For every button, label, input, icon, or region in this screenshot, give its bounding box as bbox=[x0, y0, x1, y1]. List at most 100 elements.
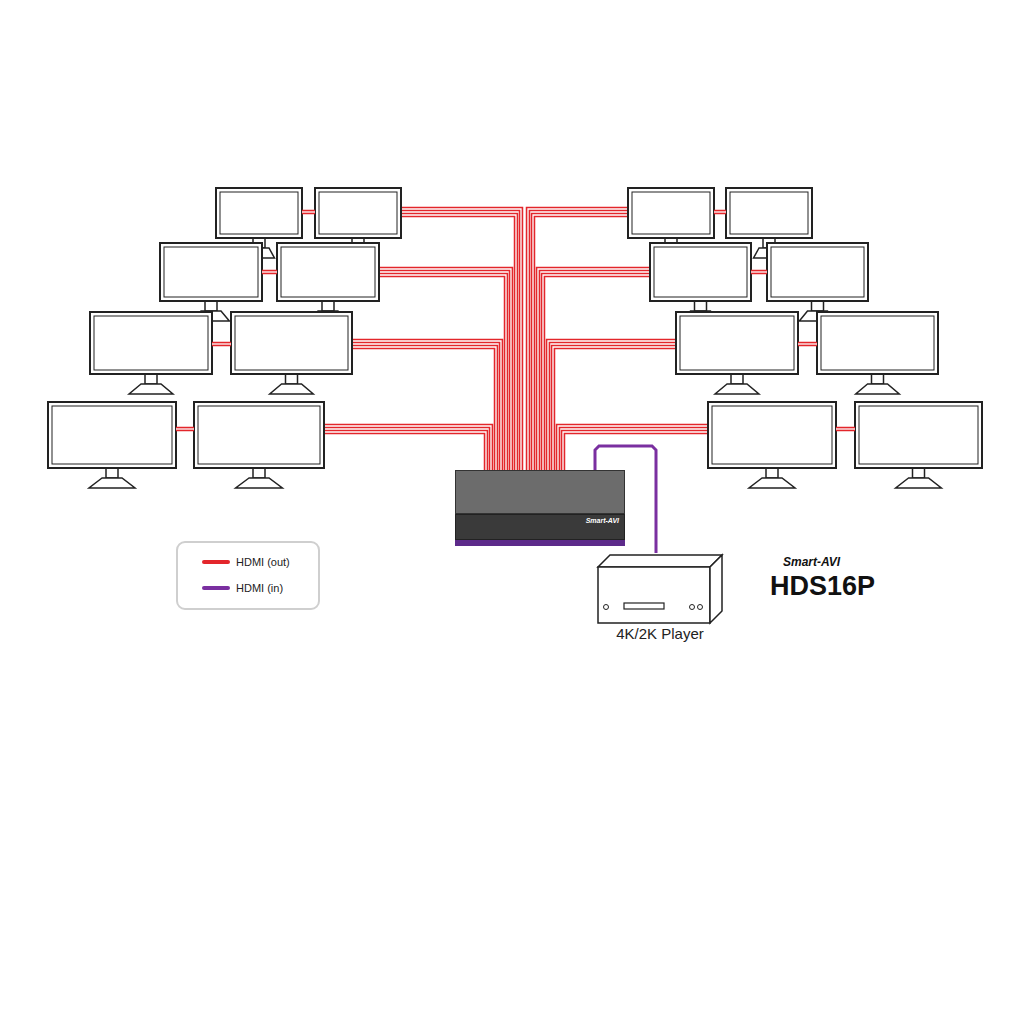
brand-logo: Smart-AVI bbox=[586, 517, 619, 524]
monitor-base bbox=[749, 478, 795, 488]
legend-text: HDMI (out) bbox=[236, 556, 290, 568]
monitor-neck bbox=[731, 374, 743, 384]
splitter-box: Smart-AVI bbox=[455, 470, 625, 546]
legend-box: HDMI (out) HDMI (in) bbox=[176, 541, 320, 610]
legend-text: HDMI (in) bbox=[236, 582, 283, 594]
monitor-screen bbox=[859, 406, 978, 464]
wire-highlight bbox=[324, 432, 486, 472]
monitor-bezel bbox=[216, 188, 302, 238]
monitor-neck bbox=[766, 468, 778, 478]
monitor-screen bbox=[235, 316, 348, 370]
monitor-screen bbox=[730, 192, 808, 234]
wire-highlight bbox=[563, 432, 708, 472]
monitor-screen bbox=[319, 192, 397, 234]
monitor-bezel bbox=[231, 312, 352, 374]
monitor-neck bbox=[106, 468, 118, 478]
monitor-bezel bbox=[650, 243, 751, 301]
model-name: HDS16P bbox=[770, 571, 875, 602]
monitor-bezel bbox=[160, 243, 262, 301]
monitor bbox=[817, 312, 938, 394]
monitor-screen bbox=[220, 192, 298, 234]
monitor-screen bbox=[771, 247, 864, 297]
device-label: 4K/2K Player bbox=[576, 625, 744, 642]
monitor-neck bbox=[145, 374, 157, 384]
monitor-neck bbox=[913, 468, 925, 478]
monitor bbox=[231, 312, 352, 394]
hdmi-out-wire bbox=[352, 341, 501, 472]
media-player: 4K/2K Player bbox=[596, 553, 724, 645]
monitor bbox=[650, 243, 751, 321]
monitor-bezel bbox=[817, 312, 938, 374]
monitor-neck bbox=[205, 301, 217, 311]
monitor-bezel bbox=[90, 312, 212, 374]
monitor-screen bbox=[52, 406, 172, 464]
wire-highlight bbox=[212, 343, 231, 344]
player-front bbox=[598, 567, 710, 623]
monitor bbox=[708, 402, 836, 488]
wire-highlight bbox=[836, 428, 855, 429]
monitor-neck bbox=[253, 468, 265, 478]
monitor-bezel bbox=[855, 402, 982, 468]
monitor-base bbox=[715, 384, 759, 394]
monitor-bezel bbox=[315, 188, 401, 238]
wire-highlight bbox=[262, 271, 277, 272]
monitor bbox=[160, 243, 262, 321]
hdmi-out-wire bbox=[553, 347, 676, 472]
hdmi-out-wire bbox=[798, 342, 817, 347]
monitor-screen bbox=[654, 247, 747, 297]
monitor-neck bbox=[872, 374, 884, 384]
hdmi-out-wire bbox=[324, 426, 491, 472]
splitter-strip bbox=[455, 540, 625, 546]
monitor bbox=[767, 243, 868, 321]
player-top bbox=[598, 555, 722, 567]
disc-slot bbox=[624, 603, 664, 609]
wire-highlight bbox=[302, 211, 315, 212]
hdmi-out-wire bbox=[324, 432, 486, 472]
monitor-screen bbox=[821, 316, 934, 370]
monitor-bezel bbox=[708, 402, 836, 468]
player-shape bbox=[596, 553, 724, 627]
legend-row: HDMI (in) bbox=[202, 578, 304, 598]
monitor-bezel bbox=[628, 188, 714, 238]
wire-highlight bbox=[798, 343, 817, 344]
monitor-screen bbox=[164, 247, 258, 297]
monitor-screen bbox=[94, 316, 208, 370]
wire-highlight bbox=[714, 211, 726, 212]
monitor-bezel bbox=[767, 243, 868, 301]
monitor-screen bbox=[281, 247, 375, 297]
legend-row: HDMI (out) bbox=[202, 552, 304, 572]
hdmi-out-wire bbox=[751, 270, 767, 275]
wire-highlight bbox=[751, 271, 767, 272]
monitor bbox=[855, 402, 982, 488]
wire-highlight bbox=[352, 347, 496, 472]
hdmi-out-wire bbox=[176, 427, 194, 432]
monitor-base bbox=[89, 478, 135, 488]
monitor-bezel bbox=[194, 402, 324, 468]
monitor-neck bbox=[695, 301, 707, 311]
monitor bbox=[194, 402, 324, 488]
monitor-bezel bbox=[277, 243, 379, 301]
monitor-screen bbox=[198, 406, 320, 464]
legend-swatch bbox=[202, 560, 230, 564]
monitor-screen bbox=[712, 406, 832, 464]
monitor bbox=[90, 312, 212, 394]
monitor bbox=[48, 402, 176, 488]
monitor bbox=[676, 312, 798, 394]
player-side bbox=[710, 555, 722, 623]
monitor-neck bbox=[322, 301, 334, 311]
hdmi-out-wire bbox=[558, 426, 708, 472]
monitor-screen bbox=[680, 316, 794, 370]
hdmi-out-wire bbox=[212, 342, 231, 347]
monitor-base bbox=[270, 384, 314, 394]
splitter-top bbox=[455, 470, 625, 514]
monitor-base bbox=[236, 478, 283, 488]
player-button bbox=[690, 605, 695, 610]
hdmi-out-wire bbox=[714, 210, 726, 215]
hdmi-out-wire bbox=[262, 270, 277, 275]
monitor-bezel bbox=[48, 402, 176, 468]
monitor-bezel bbox=[676, 312, 798, 374]
hdmi-out-wire bbox=[352, 347, 496, 472]
monitor-base bbox=[856, 384, 900, 394]
power-button bbox=[604, 605, 609, 610]
hdmi-out-wire bbox=[563, 432, 708, 472]
